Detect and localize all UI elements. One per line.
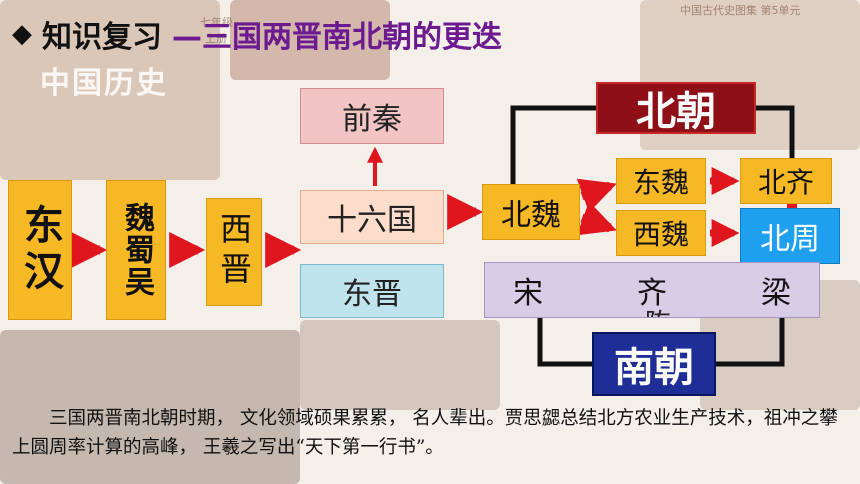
node-qianqin: 前秦 (300, 88, 444, 144)
node-xiwei: 西魏 (616, 210, 706, 256)
slide-title: ◆ 知识复习 —三国两晋南北朝的更迭 (12, 12, 502, 56)
summary-caption: 三国两晋南北朝时期， 文化领域硕果累累， 名人辈出。贾思勰总结北方农业生产技术，… (12, 408, 838, 458)
node-beiqi: 北齐 (740, 158, 832, 204)
arrow-beiwei-xiwei (576, 201, 617, 236)
arrow-beiwei-dongwei (576, 178, 617, 213)
background-badge-sub: 上册 (205, 32, 227, 45)
node-beiwei: 北魏 (482, 184, 580, 240)
diamond-bullet-icon: ◆ (12, 19, 32, 49)
node-liang: 梁 (761, 276, 791, 311)
label-nanchao: 南朝 (592, 332, 716, 396)
node-xijin: 西晋 (206, 198, 262, 306)
node-dongjin: 东晋 (300, 264, 444, 318)
southern-dynasties-box: 宋 齐 梁 陈 (484, 262, 820, 318)
southern-bracket-right (714, 318, 785, 367)
background-note: 中国古代史图集 第5单元 (680, 4, 801, 17)
background-watermark: 中国历史 (40, 66, 168, 101)
node-sanguo: 魏蜀吴 (106, 180, 166, 320)
title-subtitle: —三国两晋南北朝的更迭 (172, 20, 502, 55)
title-main: 知识复习 (42, 20, 162, 55)
node-song: 宋 (513, 276, 543, 311)
background-badge: 七年级 (200, 16, 233, 29)
node-donghan: 东汉 (8, 180, 72, 320)
northern-bracket (510, 105, 598, 184)
node-dongwei: 东魏 (616, 158, 706, 204)
node-beizhou: 北周 (740, 208, 840, 264)
node-qi: 齐 (637, 276, 667, 311)
node-chen: 陈 (645, 303, 671, 317)
southern-bracket (537, 318, 594, 367)
node-shiliuguo: 十六国 (300, 190, 444, 244)
label-beichao: 北朝 (596, 82, 756, 135)
